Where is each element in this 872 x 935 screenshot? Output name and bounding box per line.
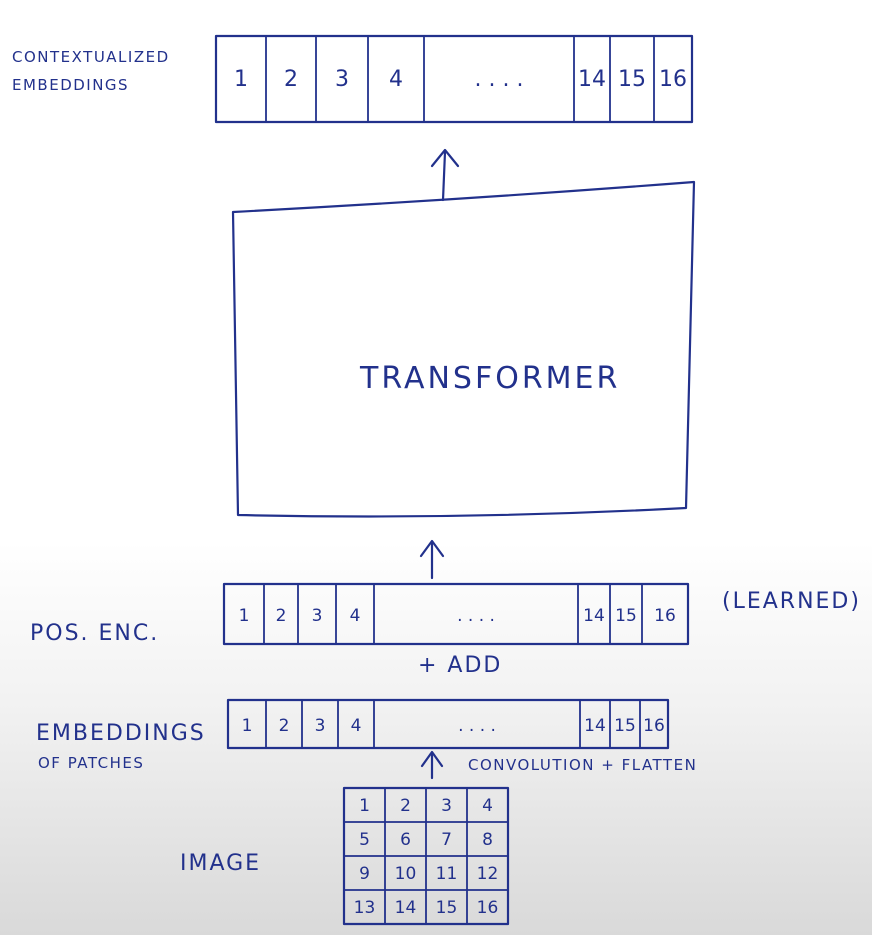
add-label: + ADD xyxy=(418,653,502,678)
image-patch-16: 16 xyxy=(477,898,499,918)
image-patch-5: 5 xyxy=(359,830,370,850)
pos-cell-2: 2 xyxy=(276,606,287,626)
pos-cell-8: 16 xyxy=(654,606,676,626)
contextualized-embeddings-row: 1 2 3 4 . . . . 14 15 16 xyxy=(214,34,694,124)
embeddings-label-line1: EMBEDDINGS xyxy=(36,721,206,746)
pos-enc-label: POS. ENC. xyxy=(30,621,159,646)
arrow-image-to-embeddings xyxy=(420,750,444,780)
contextualized-label-line1: CONTEXTUALIZED xyxy=(12,48,170,66)
image-patch-13: 13 xyxy=(354,898,376,918)
patch-embeddings-row: 1 2 3 4 . . . . 14 15 16 xyxy=(226,698,670,750)
convolution-label: CONVOLUTION + FLATTEN xyxy=(468,756,697,774)
image-patch-3: 3 xyxy=(441,796,452,816)
patch-cell-5: . . . . xyxy=(458,716,496,736)
image-patch-6: 6 xyxy=(400,830,411,850)
output-cell-6: 14 xyxy=(578,67,606,92)
pos-cell-5: . . . . xyxy=(457,606,495,626)
positional-encoding-row: 1 2 3 4 . . . . 14 15 16 xyxy=(222,582,690,646)
patch-cell-8: 16 xyxy=(643,716,665,736)
patch-cell-2: 2 xyxy=(279,716,290,736)
output-cell-4: 4 xyxy=(389,67,403,92)
transformer-box xyxy=(231,180,696,518)
image-label: IMAGE xyxy=(180,851,261,876)
output-cell-5: . . . . xyxy=(475,67,524,92)
pos-cell-3: 3 xyxy=(312,606,323,626)
arrow-pos-to-transformer xyxy=(419,539,445,580)
patch-cell-4: 4 xyxy=(351,716,362,736)
image-patch-10: 10 xyxy=(395,864,417,884)
image-patch-9: 9 xyxy=(359,864,370,884)
output-cell-7: 15 xyxy=(618,67,646,92)
patch-cell-6: 14 xyxy=(584,716,606,736)
transformer-label: TRANSFORMER xyxy=(359,361,620,396)
image-patch-1: 1 xyxy=(359,796,370,816)
image-patch-4: 4 xyxy=(482,796,493,816)
image-patch-15: 15 xyxy=(436,898,458,918)
image-patch-7: 7 xyxy=(441,830,452,850)
patch-cell-3: 3 xyxy=(315,716,326,736)
image-patch-2: 2 xyxy=(400,796,411,816)
output-cell-1: 1 xyxy=(234,67,248,92)
image-patch-11: 11 xyxy=(436,864,458,884)
pos-cell-1: 1 xyxy=(239,606,250,626)
embeddings-label-line2: OF PATCHES xyxy=(38,754,144,772)
patch-cell-7: 15 xyxy=(614,716,636,736)
image-patch-8: 8 xyxy=(482,830,493,850)
patch-cell-1: 1 xyxy=(242,716,253,736)
image-patch-14: 14 xyxy=(395,898,417,918)
pos-cell-7: 15 xyxy=(615,606,637,626)
image-patch-12: 12 xyxy=(477,864,499,884)
output-cell-3: 3 xyxy=(335,67,349,92)
output-cell-2: 2 xyxy=(284,67,298,92)
contextualized-label-line2: EMBEDDINGS xyxy=(12,76,129,94)
learned-label: (LEARNED) xyxy=(722,589,861,614)
pos-cell-4: 4 xyxy=(350,606,361,626)
output-cell-8: 16 xyxy=(659,67,687,92)
pos-cell-6: 14 xyxy=(583,606,605,626)
arrow-transformer-to-output xyxy=(430,148,460,202)
